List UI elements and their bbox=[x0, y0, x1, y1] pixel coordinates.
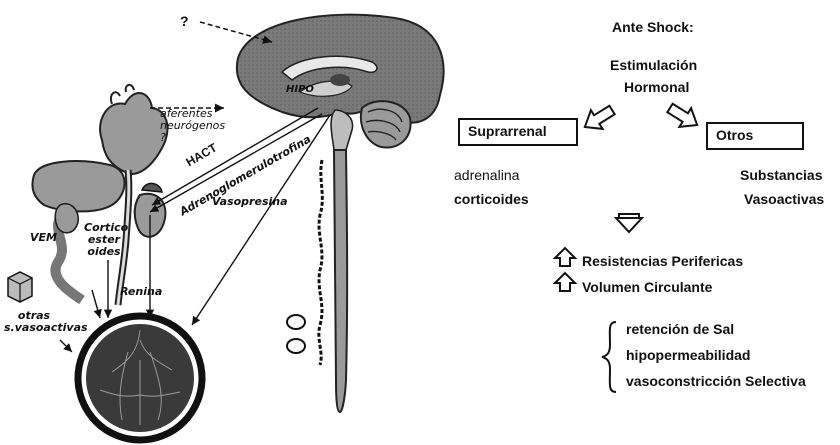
cube-icon bbox=[8, 272, 32, 302]
hipopermeabilidad: hipopermeabilidad bbox=[626, 348, 750, 362]
corticoides: corticoides bbox=[454, 192, 529, 206]
brain-shape bbox=[237, 15, 444, 123]
adrenalina: adrenalina bbox=[454, 168, 519, 182]
heart bbox=[100, 93, 167, 174]
retencion: retención de Sal bbox=[626, 322, 734, 336]
liver bbox=[32, 161, 124, 211]
hipo-label: HIPO bbox=[286, 85, 314, 95]
vasoactivas: Vasoactivas bbox=[744, 192, 824, 206]
otros-label: Otros bbox=[716, 127, 753, 143]
brainstem bbox=[331, 110, 353, 150]
vasoconstriccion: vasoconstricción Selectiva bbox=[626, 374, 806, 388]
sympathetic-chain bbox=[319, 160, 322, 365]
suprarrenal-box: Suprarrenal bbox=[458, 118, 578, 146]
adrenal-gland bbox=[142, 183, 162, 192]
vem-label: VEM bbox=[30, 232, 57, 243]
ante-shock: Ante Shock: bbox=[612, 20, 694, 34]
cortico-label: Cortico ester oides bbox=[84, 222, 124, 258]
ventricle bbox=[330, 74, 350, 86]
substancias: Substancias bbox=[740, 168, 822, 182]
volumen: Volumen Circulante bbox=[582, 280, 712, 294]
vasopresina-label: Vasopresina bbox=[212, 196, 288, 207]
aferentes-label: aferentes neurógenos ? bbox=[160, 108, 226, 144]
kidney-left bbox=[55, 204, 78, 233]
cerebellum bbox=[361, 101, 411, 147]
question-mark: ? bbox=[180, 14, 189, 28]
spinal-cord bbox=[334, 150, 347, 412]
hormonal: Hormonal bbox=[624, 80, 689, 94]
suprarrenal-label: Suprarrenal bbox=[468, 123, 547, 139]
ganglion-2 bbox=[287, 339, 305, 353]
renina-label: Renina bbox=[120, 286, 162, 297]
resistencias: Resistencias Perifericas bbox=[582, 254, 743, 268]
otras-label: otras s.vasoactivas bbox=[4, 310, 64, 334]
estimulacion: Estimulación bbox=[610, 58, 697, 72]
ganglion-1 bbox=[287, 315, 305, 329]
otros-box: Otros bbox=[706, 122, 804, 150]
